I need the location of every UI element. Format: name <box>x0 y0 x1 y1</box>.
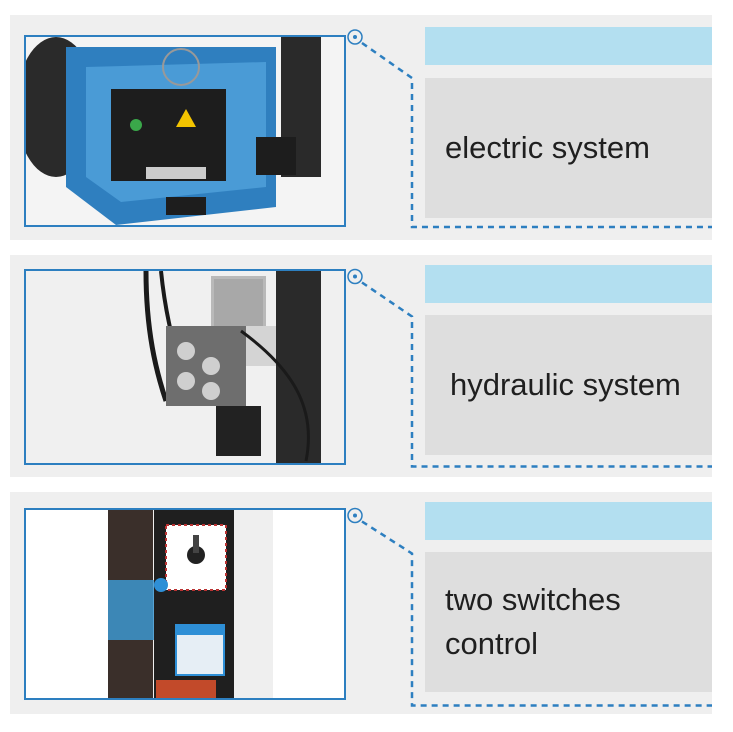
feature-panel-hydraulic: hydraulic system <box>10 255 712 477</box>
feature-panel-control: two switches control <box>10 492 712 714</box>
feature-label: hydraulic system <box>450 367 681 402</box>
label-box: hydraulic system <box>425 315 712 455</box>
caption-bar <box>425 502 712 540</box>
two-switches-control-photo <box>24 508 346 700</box>
feature-label: electric system <box>445 130 650 165</box>
caption-bar <box>425 265 712 303</box>
caption-bar <box>425 27 712 65</box>
feature-panel-electric: electric system <box>10 15 712 240</box>
label-box: two switches control <box>425 552 712 692</box>
electric-system-photo <box>24 35 346 227</box>
hydraulic-system-photo <box>24 269 346 465</box>
label-box: electric system <box>425 78 712 218</box>
feature-label: two switches control <box>445 582 621 661</box>
